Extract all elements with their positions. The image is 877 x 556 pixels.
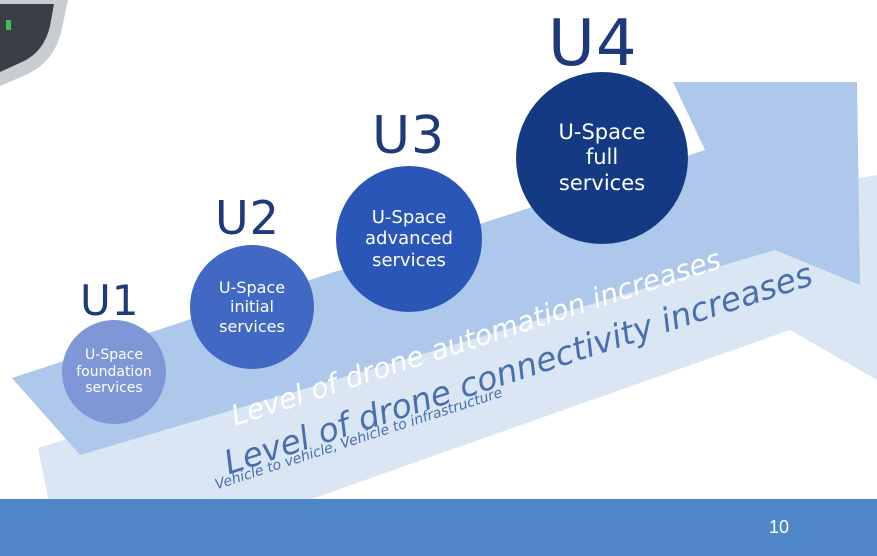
stage-label-u1: U1	[80, 276, 140, 325]
stage-text-line: U-Space	[371, 206, 447, 228]
stage-circle-u1: U-Space foundation services	[62, 320, 166, 424]
stage-text-line: advanced	[365, 228, 453, 250]
device-corner-icon	[0, 0, 68, 86]
stage-text-line: full	[585, 145, 619, 170]
stage-circle-u4: U-Space full services	[516, 72, 688, 244]
stage-text-line: services	[372, 249, 446, 271]
stage-text-line: foundation	[76, 363, 152, 380]
stage-text-line: services	[558, 170, 646, 195]
stage-text-line: U-Space	[218, 278, 286, 298]
page-number: 10	[768, 517, 789, 537]
stage-text-line: U-Space	[85, 346, 143, 363]
stage-text-line: services	[85, 380, 143, 397]
stage-label-u3: U3	[372, 106, 446, 166]
stage-label-u2: U2	[215, 191, 280, 245]
stage-text-line: U-Space	[558, 120, 646, 145]
stage-circle-u2: U-Space initial services	[190, 245, 314, 369]
stage-circle-u3: U-Space advanced services	[336, 166, 482, 312]
stage-label-u4: U4	[548, 7, 638, 81]
footer-bar: 10	[0, 499, 877, 556]
stage-text-line: initial	[230, 297, 274, 317]
stage-text-line: services	[219, 316, 285, 336]
